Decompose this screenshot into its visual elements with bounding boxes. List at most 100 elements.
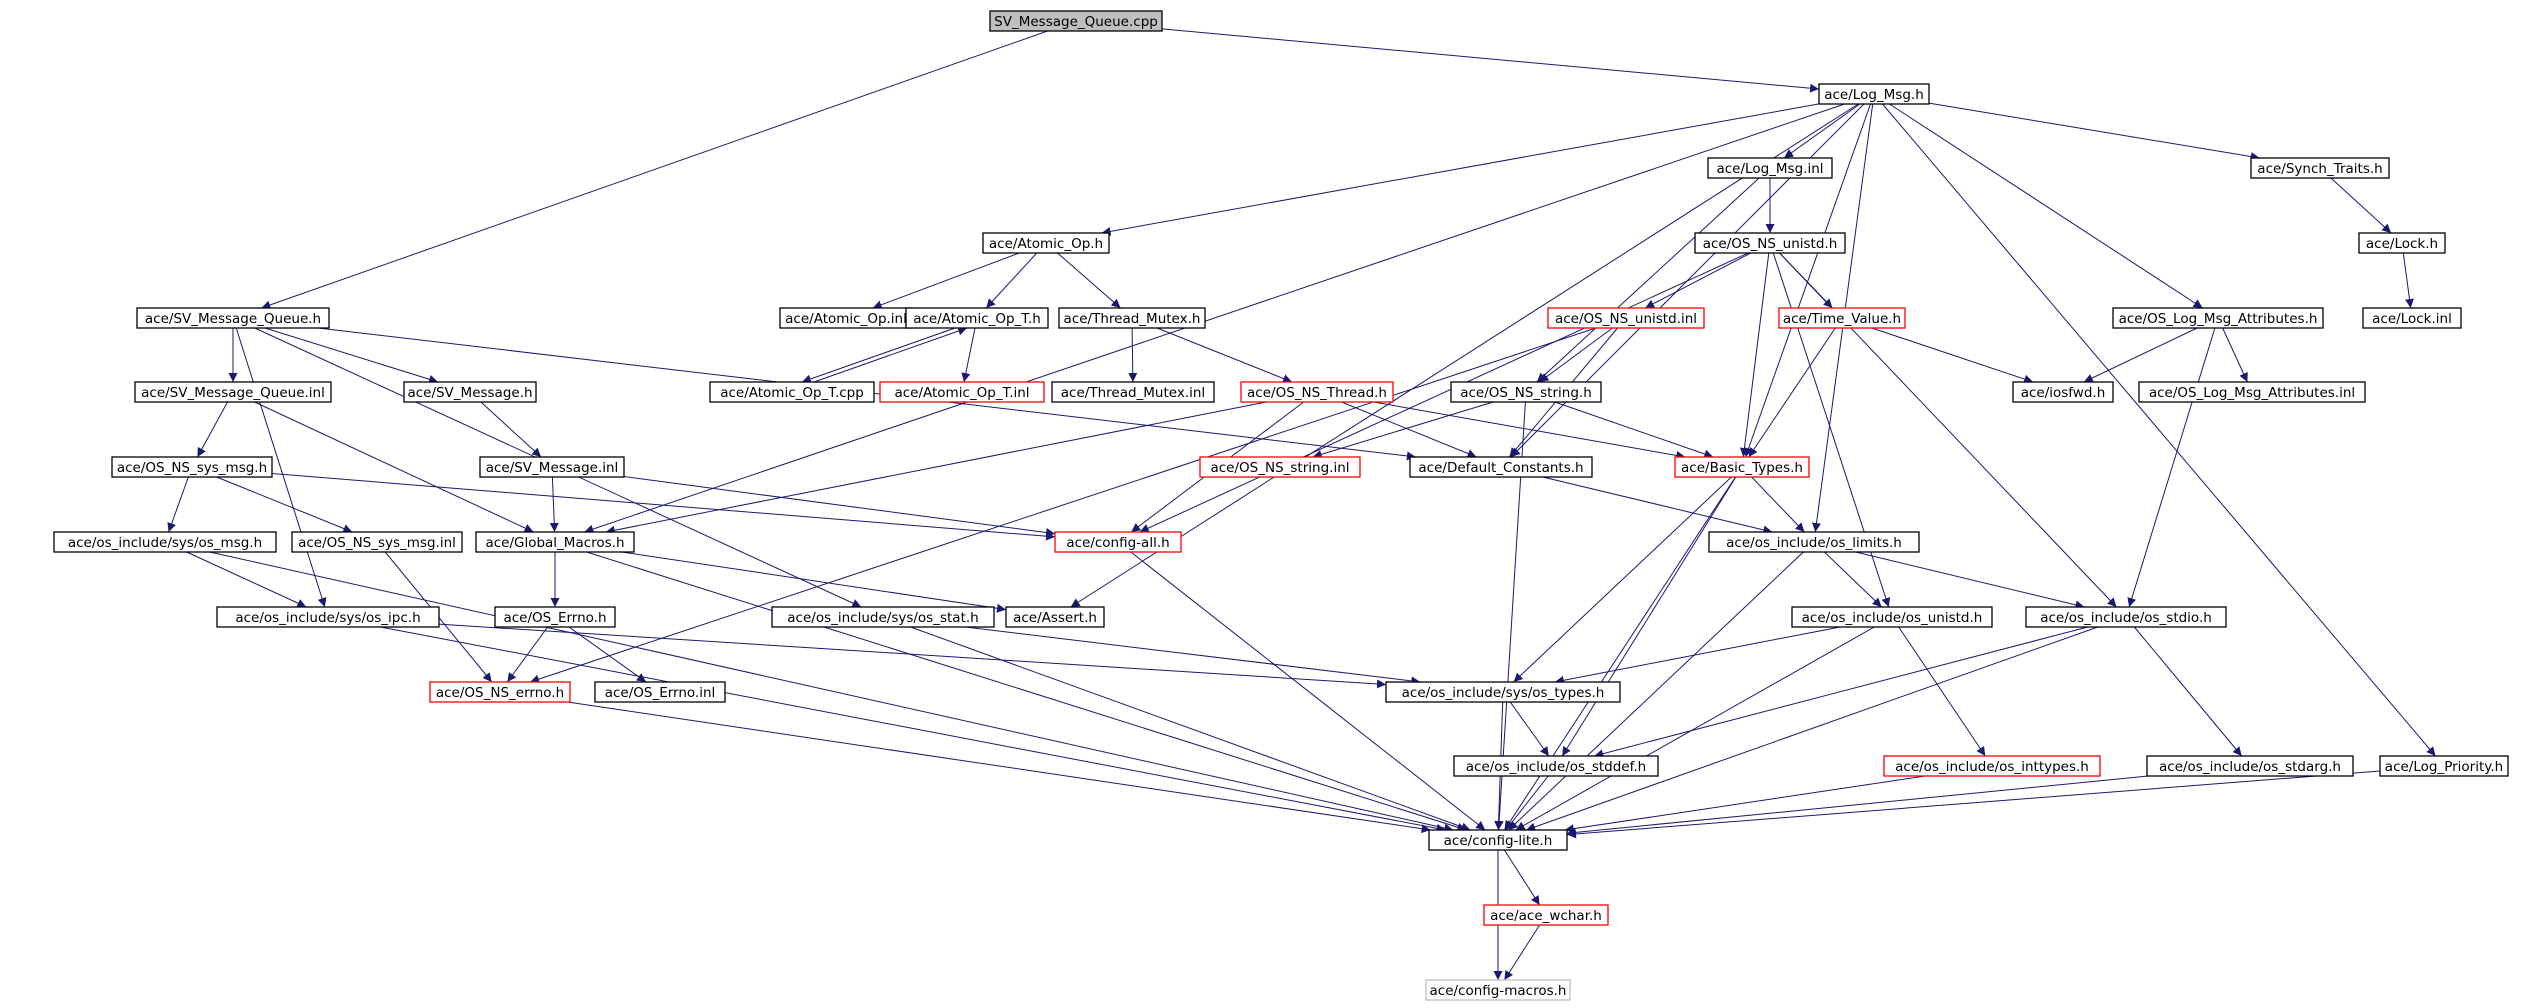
node-box	[111, 456, 273, 478]
edge-os_sys_types_h-to-os_stddef_h	[1509, 701, 1550, 757]
node-config_all_h[interactable]: ace/config-all.h	[1054, 531, 1182, 553]
node-box	[1450, 381, 1602, 403]
node-atomic_op_inl[interactable]: ace/Atomic_Op.inl	[779, 307, 913, 329]
edge-os_ns_unistd_inl-to-os_ns_errno_h	[529, 327, 1597, 684]
node-lock_h[interactable]: ace/Lock.h	[2358, 232, 2446, 254]
edge-ace_wchar_h-to-config_macros_h	[1503, 924, 1541, 981]
node-atomic_op_h[interactable]: ace/Atomic_Op.h	[982, 232, 1110, 254]
edge-os_unistd_h-to-os_inttypes_h	[1898, 626, 1986, 757]
node-os_errno_h[interactable]: ace/OS_Errno.h	[494, 606, 616, 628]
node-os_ns_errno_h[interactable]: ace/OS_NS_errno.h	[429, 681, 571, 703]
node-sv_message_h[interactable]: ace/SV_Message.h	[403, 381, 537, 403]
node-global_macros_h[interactable]: ace/Global_Macros.h	[475, 531, 635, 553]
node-os_limits_h[interactable]: ace/os_include/os_limits.h	[1708, 531, 1920, 553]
node-os_inttypes_h[interactable]: ace/os_include/os_inttypes.h	[1883, 755, 2101, 777]
node-os_ns_sys_msg_inl[interactable]: ace/OS_NS_sys_msg.inl	[291, 531, 463, 553]
edge-os_errno_h-to-os_errno_inl	[568, 626, 647, 683]
node-atomic_op_t_inl[interactable]: ace/Atomic_Op_T.inl	[879, 381, 1045, 403]
node-sv_mq_h[interactable]: ace/SV_Message_Queue.h	[136, 307, 330, 329]
edge-sv_mq_cpp-to-sv_mq_h	[261, 30, 1048, 310]
node-assert_h[interactable]: ace/Assert.h	[1005, 606, 1105, 628]
node-box	[1674, 456, 1810, 478]
node-box	[709, 381, 875, 403]
node-label: ace/Lock.inl	[2372, 311, 2452, 327]
node-os_stddef_h[interactable]: ace/os_include/os_stddef.h	[1453, 755, 1659, 777]
node-label: ace/iosfwd.h	[2021, 385, 2106, 401]
edge-os_sys_msg_h-to-config_lite_h	[209, 551, 1454, 833]
node-os_sys_types_h[interactable]: ace/os_include/sys/os_types.h	[1385, 681, 1621, 703]
node-os_ns_unistd_inl[interactable]: ace/OS_NS_unistd.inl	[1547, 307, 1705, 329]
node-label: ace/os_include/sys/os_ipc.h	[235, 610, 420, 626]
node-default_constants_h[interactable]: ace/Default_Constants.h	[1409, 456, 1593, 478]
node-label: ace/ace_wchar.h	[1490, 908, 1602, 924]
node-thread_mutex_inl[interactable]: ace/Thread_Mutex.inl	[1051, 381, 1215, 403]
node-os_stdarg_h[interactable]: ace/os_include/os_stdarg.h	[2146, 755, 2354, 777]
node-os_log_msg_attr_inl[interactable]: ace/OS_Log_Msg_Attributes.inl	[2138, 381, 2366, 403]
node-label: ace/Atomic_Op_T.cpp	[720, 385, 864, 401]
node-os_sys_stat_h[interactable]: ace/os_include/sys/os_stat.h	[771, 606, 995, 628]
edge-os_log_msg_attr_h-to-os_stdio_h	[2127, 327, 2216, 608]
edges-layer	[167, 28, 2436, 981]
node-label: ace/Basic_Types.h	[1681, 460, 1803, 476]
edge-sv_mq_inl-to-global_macros_h	[254, 401, 534, 533]
node-label: ace/Atomic_Op.h	[989, 236, 1103, 252]
node-os_ns_unistd_h[interactable]: ace/OS_NS_unistd.h	[1694, 232, 1846, 254]
edge-synch_traits_h-to-lock_h	[2330, 177, 2392, 234]
node-box	[1453, 755, 1659, 777]
node-os_unistd_h[interactable]: ace/os_include/os_unistd.h	[1791, 606, 1993, 628]
node-log_msg_inl[interactable]: ace/Log_Msg.inl	[1707, 157, 1833, 179]
node-config_macros_h[interactable]: ace/config-macros.h	[1425, 979, 1571, 1001]
node-os_log_msg_attr_h[interactable]: ace/OS_Log_Msg_Attributes.h	[2112, 307, 2324, 329]
node-os_ns_sys_msg_h[interactable]: ace/OS_NS_sys_msg.h	[111, 456, 273, 478]
edge-os_ns_sys_msg_h-to-os_ns_sys_msg_inl	[216, 476, 353, 533]
node-os_errno_inl[interactable]: ace/OS_Errno.inl	[594, 681, 726, 703]
node-ace_wchar_h[interactable]: ace/ace_wchar.h	[1483, 904, 1609, 926]
node-sv_mq_cpp[interactable]: SV_Message_Queue.cpp	[989, 10, 1163, 32]
node-label: ace/config-macros.h	[1430, 983, 1567, 999]
edge-os_ns_unistd_h-to-config_all_h	[1139, 252, 1749, 533]
node-sv_message_inl[interactable]: ace/SV_Message.inl	[479, 456, 625, 478]
node-log_priority_h[interactable]: ace/Log_Priority.h	[2379, 755, 2509, 777]
node-box	[216, 606, 440, 628]
node-os_ns_thread_h[interactable]: ace/OS_NS_Thread.h	[1240, 381, 1394, 403]
node-label: ace/OS_Errno.inl	[605, 685, 716, 701]
edge-sv_message_h-to-sv_message_inl	[480, 401, 542, 458]
node-label: ace/OS_NS_errno.h	[436, 685, 564, 701]
node-atomic_op_t_cpp[interactable]: ace/Atomic_Op_T.cpp	[709, 381, 875, 403]
node-os_ns_string_inl[interactable]: ace/OS_NS_string.inl	[1199, 456, 1361, 478]
node-iosfwd_h[interactable]: ace/iosfwd.h	[2012, 381, 2114, 403]
node-label: ace/os_include/os_unistd.h	[1802, 610, 1983, 626]
node-label: ace/OS_NS_string.inl	[1210, 460, 1349, 476]
edge-os_limits_h-to-config_lite_h	[1508, 551, 1804, 831]
node-log_msg_h[interactable]: ace/Log_Msg.h	[1818, 83, 1930, 105]
node-os_sys_ipc_h[interactable]: ace/os_include/sys/os_ipc.h	[216, 606, 440, 628]
node-thread_mutex_h[interactable]: ace/Thread_Mutex.h	[1058, 307, 1206, 329]
edge-atomic_op_h-to-atomic_op_t_h	[985, 252, 1038, 309]
node-box	[905, 307, 1049, 329]
edge-os_stdio_h-to-os_stddef_h	[1594, 626, 2088, 759]
edge-os_ns_unistd_h-to-basic_types_h	[1739, 252, 1770, 458]
edge-thread_mutex_h-to-os_ns_thread_h	[1156, 327, 1293, 383]
node-lock_inl[interactable]: ace/Lock.inl	[2362, 307, 2462, 329]
edge-os_ns_thread_h-to-default_constants_h	[1341, 401, 1477, 458]
edge-os_limits_h-to-os_stdio_h	[1855, 551, 2085, 610]
edge-os_stdarg_h-to-config_lite_h	[1566, 775, 2149, 837]
node-time_value_h[interactable]: ace/Time_Value.h	[1778, 307, 1906, 329]
edge-sv_message_inl-to-global_macros_h	[549, 476, 559, 533]
node-label: ace/SV_Message.inl	[486, 460, 619, 476]
edge-os_ns_thread_h-to-basic_types_h	[1373, 401, 1686, 460]
node-sv_mq_inl[interactable]: ace/SV_Message_Queue.inl	[134, 381, 332, 403]
node-config_lite_h[interactable]: ace/config-lite.h	[1428, 829, 1568, 851]
node-os_sys_msg_h[interactable]: ace/os_include/sys/os_msg.h	[53, 531, 277, 553]
edge-log_msg_h-to-assert_h	[1070, 103, 1859, 608]
node-basic_types_h[interactable]: ace/Basic_Types.h	[1674, 456, 1810, 478]
node-label: ace/OS_Log_Msg_Attributes.inl	[2149, 385, 2355, 401]
node-box	[1051, 381, 1215, 403]
node-box	[1428, 829, 1568, 851]
edge-sv_mq_inl-to-os_ns_sys_msg_h	[197, 401, 228, 458]
node-synch_traits_h[interactable]: ace/Synch_Traits.h	[2250, 157, 2390, 179]
node-label: ace/Atomic_Op_T.inl	[894, 385, 1029, 401]
node-os_stdio_h[interactable]: ace/os_include/os_stdio.h	[2025, 606, 2227, 628]
node-os_ns_string_h[interactable]: ace/OS_NS_string.h	[1450, 381, 1602, 403]
node-atomic_op_t_h[interactable]: ace/Atomic_Op_T.h	[905, 307, 1049, 329]
